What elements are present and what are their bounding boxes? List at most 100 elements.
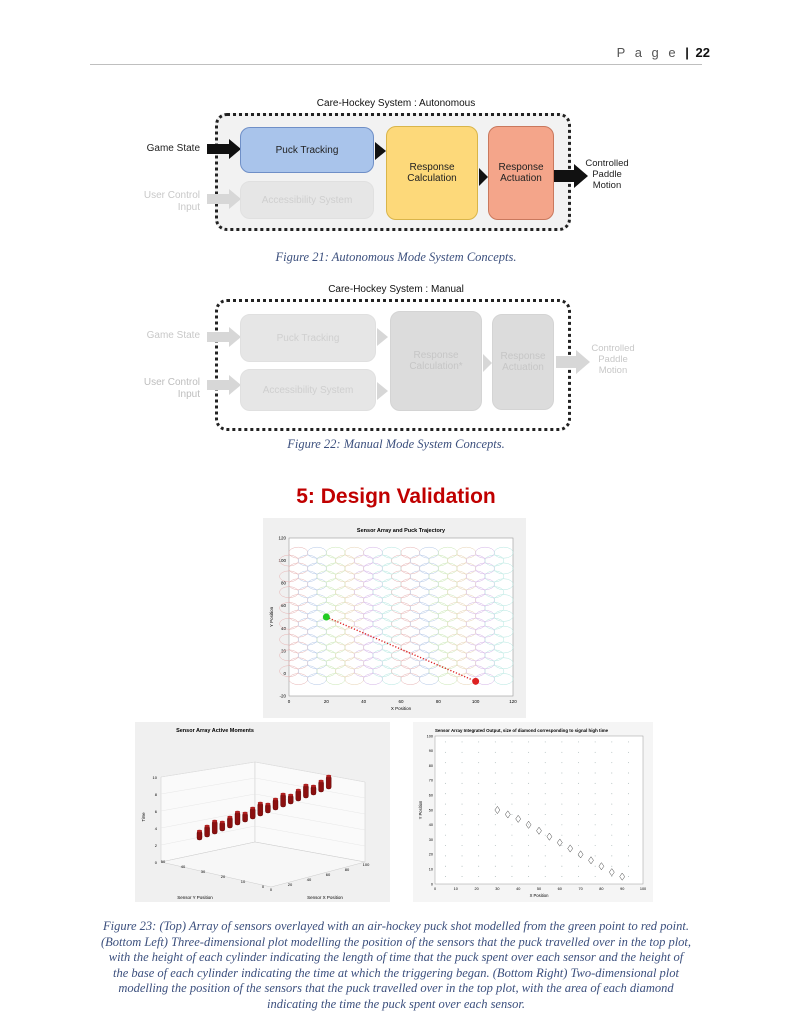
bar-3d-cap xyxy=(242,811,248,815)
sensor-ellipse xyxy=(475,610,495,622)
sensor-dot xyxy=(627,762,629,764)
sensor-ellipse xyxy=(465,618,486,630)
y-tick-label: 30 xyxy=(429,838,433,842)
sensor-ellipse xyxy=(335,586,355,598)
sensor-ellipse xyxy=(381,578,402,591)
sensor-dot xyxy=(544,741,546,743)
sensor-ellipse xyxy=(279,602,299,614)
bar-3d xyxy=(303,784,309,799)
sensor-dot xyxy=(627,865,629,867)
sensor-dot xyxy=(627,834,629,836)
sensor-ellipse xyxy=(465,665,486,677)
diamond-marker xyxy=(536,826,542,835)
bar-3d xyxy=(196,830,203,841)
sensor-ellipse xyxy=(419,562,439,575)
grid-line xyxy=(254,761,366,783)
sensor-dot xyxy=(461,834,463,836)
sensor-ellipse xyxy=(409,649,430,662)
sensor-ellipse xyxy=(381,625,402,638)
sensor-dot xyxy=(461,876,463,878)
sensor-ellipse xyxy=(456,578,477,591)
bar-3d xyxy=(318,780,324,793)
sensor-ellipse xyxy=(344,625,365,638)
sensor-dot xyxy=(627,772,629,774)
sensor-ellipse xyxy=(456,657,477,670)
sensor-ellipse xyxy=(409,633,430,646)
sensor-dot xyxy=(611,803,613,805)
sensor-ellipse xyxy=(297,602,318,614)
diamond-marker xyxy=(608,868,615,877)
sensor-ellipse xyxy=(344,562,365,575)
sensor-dot xyxy=(444,793,446,795)
sensor-ellipse xyxy=(456,641,477,654)
sensor-dot xyxy=(544,855,546,857)
bar-3d-cap xyxy=(295,788,301,792)
sensor-dot xyxy=(561,865,563,867)
grid-line xyxy=(254,777,366,799)
sensor-ellipse xyxy=(381,610,402,622)
sensor-ellipse xyxy=(353,570,374,583)
x-tick-label: 90 xyxy=(620,887,624,891)
figure22-title: Care-Hockey System : Manual xyxy=(328,284,464,295)
x-tick-label: 10 xyxy=(454,887,458,891)
sensor-dot xyxy=(627,782,629,784)
sensor-ellipse xyxy=(391,618,411,630)
x-tick-label: 30 xyxy=(495,887,499,891)
x-tick-label: 80 xyxy=(436,699,442,704)
bar-3d-cap xyxy=(212,819,218,823)
sensor-dot xyxy=(478,751,480,753)
sensor-ellipse xyxy=(335,554,355,567)
figure21-arrow-game-state xyxy=(207,139,241,159)
sensor-ellipse xyxy=(372,618,393,630)
sensor-ellipse xyxy=(437,578,458,591)
sensor-ellipse xyxy=(372,586,393,598)
sensor-ellipse xyxy=(391,554,411,567)
figure21-input-game-state: Game State xyxy=(146,143,200,154)
chart-diamond-svg: Sensor Array Integrated Output, size of … xyxy=(418,728,646,898)
bar-3d-cap xyxy=(326,774,332,778)
diamond-marker xyxy=(556,838,563,847)
sensor-ellipse xyxy=(475,657,495,670)
sensor-ellipse xyxy=(456,594,477,606)
x-tick-label: 0 xyxy=(288,699,291,704)
sensor-dot xyxy=(611,855,613,857)
sensor-dot xyxy=(494,793,496,795)
figure21-output-label: Controlled Paddle Motion xyxy=(585,158,629,191)
sensor-ellipse xyxy=(419,673,439,685)
sensor-ellipse xyxy=(381,657,402,670)
y-tick-label: 0 xyxy=(262,884,265,889)
sensor-ellipse xyxy=(344,578,365,591)
sensor-ellipse xyxy=(437,673,458,685)
sensor-dot xyxy=(578,824,579,826)
bar-3d xyxy=(211,820,218,835)
sensor-ellipse xyxy=(353,554,374,567)
sensor-dot xyxy=(561,772,563,774)
z-tick-label: 10 xyxy=(153,775,158,780)
bar-3d xyxy=(242,812,248,823)
sensor-ellipse xyxy=(493,578,514,591)
sensor-dot xyxy=(611,845,613,846)
sensor-ellipse xyxy=(437,546,458,559)
sensor-dot xyxy=(561,824,563,826)
sensor-dot xyxy=(461,741,463,743)
sensor-dot xyxy=(611,793,613,795)
sensor-dot xyxy=(528,876,530,878)
x-tick-label: 100 xyxy=(472,699,480,704)
diamond-marker xyxy=(598,862,605,871)
sensor-ellipse xyxy=(297,633,318,646)
sensor-ellipse xyxy=(353,602,374,614)
sensor-ellipse xyxy=(363,578,383,591)
section-title: 5: Design Validation xyxy=(296,485,496,508)
bar-3d xyxy=(204,825,210,838)
sensor-dot xyxy=(528,855,530,857)
sensor-ellipse xyxy=(381,594,402,606)
trajectory-line xyxy=(326,616,476,682)
sensor-ellipse xyxy=(465,586,486,598)
x-tick-label: 80 xyxy=(599,887,603,891)
bar-3d xyxy=(295,789,302,802)
sensor-dot xyxy=(511,824,513,826)
sensor-ellipse xyxy=(400,673,421,685)
sensor-ellipse xyxy=(279,649,299,662)
y-tick-label: 80 xyxy=(281,581,287,586)
figure22-arrow-accessibility-to-calc xyxy=(377,382,388,400)
